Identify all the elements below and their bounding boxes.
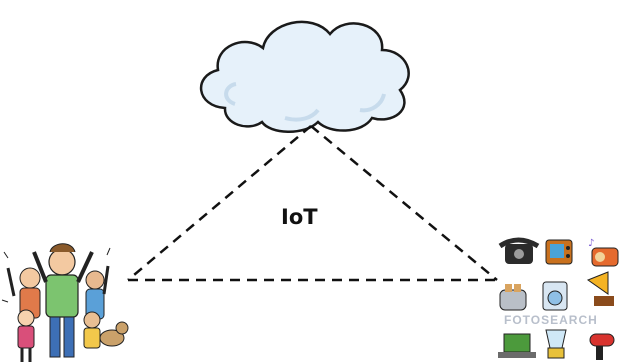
hair-dryer-icon (589, 333, 615, 360)
toaster-icon (499, 284, 527, 311)
watermark: FOTOSEARCH (504, 313, 598, 327)
edge-cloud-things (310, 125, 498, 281)
cloud-icon (200, 20, 410, 133)
laptop-icon (498, 333, 536, 358)
network-edges (127, 125, 498, 282)
iot-label: IoT (281, 205, 318, 229)
people-group-icon (1, 243, 129, 362)
edge-cloud-people (127, 125, 312, 281)
devices-collage-icon: ♪ (498, 237, 619, 360)
svg-text:♪: ♪ (588, 238, 594, 249)
television-icon (545, 239, 573, 265)
telephone-icon (498, 237, 540, 264)
radio-icon: ♪ (588, 238, 619, 267)
washing-machine-icon (542, 281, 568, 311)
blender-icon (545, 329, 567, 359)
gramophone-icon (586, 271, 614, 306)
